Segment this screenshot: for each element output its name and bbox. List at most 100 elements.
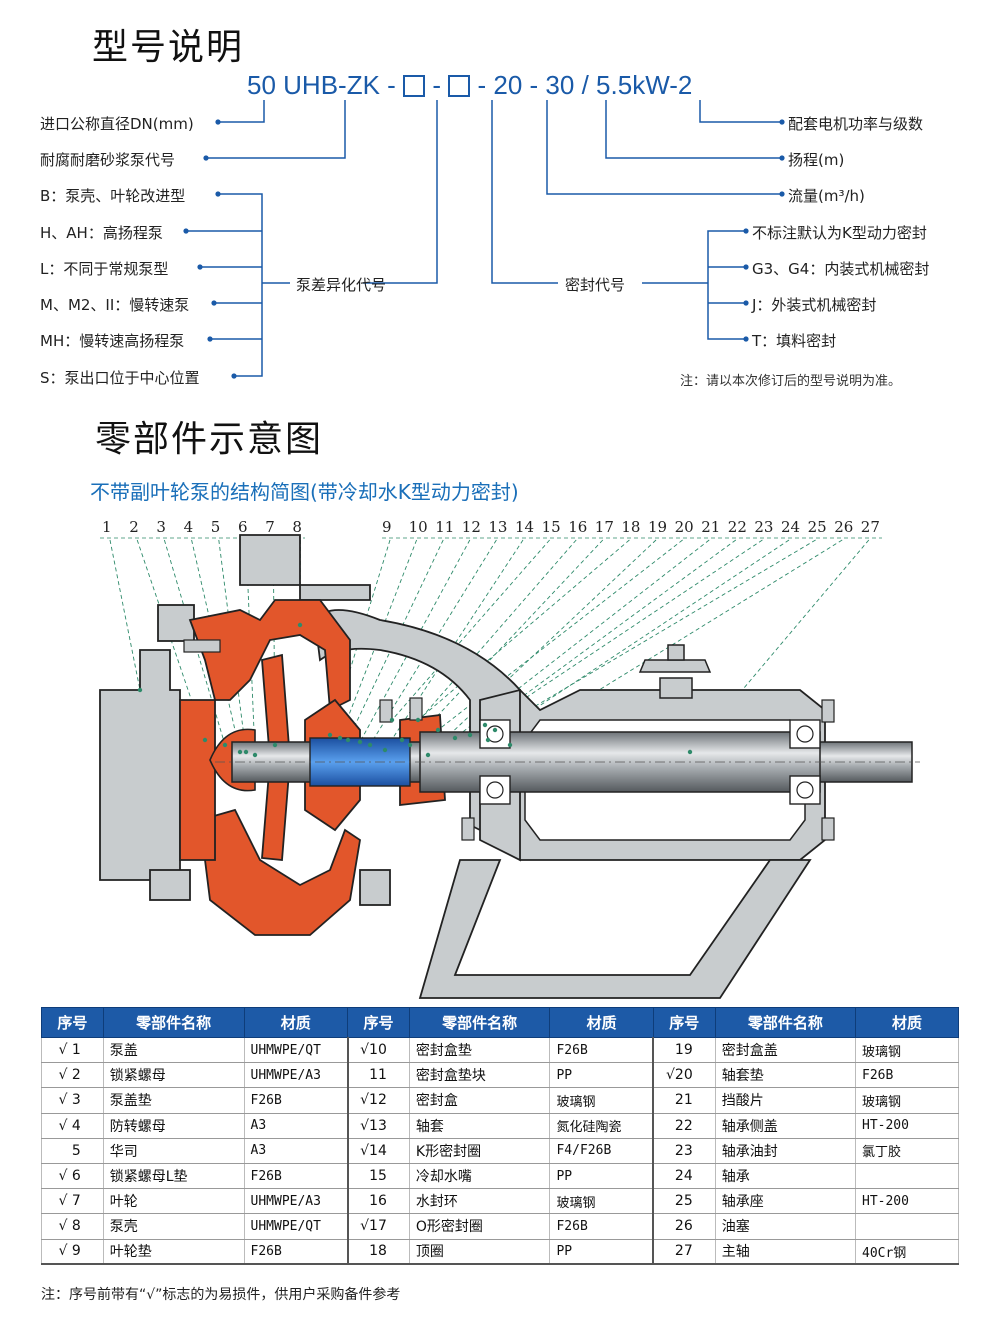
leader-dot xyxy=(435,727,441,733)
label-seal-k: 不标注默认为K型动力密封 xyxy=(752,224,927,242)
model-dash: - xyxy=(387,70,396,100)
leader-dot xyxy=(357,739,363,745)
model-code-series: UHB-ZK xyxy=(283,70,380,100)
section-title-model: 型号说明 xyxy=(92,27,245,68)
part-material-cell: 玻璃钢 xyxy=(855,1087,959,1114)
part-name-cell: 密封盒垫 xyxy=(409,1037,551,1064)
part-name-cell: K形密封圈 xyxy=(409,1138,551,1164)
leader-line xyxy=(409,539,604,746)
leader-line xyxy=(109,539,141,691)
part-number-cell: √14 xyxy=(346,1138,410,1164)
leader-dot xyxy=(252,752,258,758)
part-number-label: 6 xyxy=(238,518,248,536)
part-number-cell: √ 8 xyxy=(41,1213,104,1240)
part-name-cell: 密封盒垫块 xyxy=(409,1062,551,1089)
label-seal-code: 密封代号 xyxy=(565,276,626,294)
leader-dot xyxy=(482,722,488,728)
header-material: 材质 xyxy=(243,1007,349,1038)
model-connector-lines xyxy=(183,100,785,379)
leader-dot xyxy=(297,622,303,628)
leader-line xyxy=(494,539,816,731)
note-revision: 注：请以本次修订后的型号说明为准。 xyxy=(680,374,902,389)
leader-dot xyxy=(367,742,373,748)
leader-dot xyxy=(243,749,249,755)
part-name-cell: 轴承座 xyxy=(715,1188,857,1215)
part-name-cell: 顶圈 xyxy=(409,1239,551,1266)
model-head: 30 xyxy=(545,70,575,100)
model-code: 50 UHB-ZK - - - 20 - 30 / 5.5kW-2 xyxy=(247,70,692,101)
part-number-cell: √13 xyxy=(346,1113,410,1139)
label-motor: 配套电机功率与级数 xyxy=(788,115,924,133)
model-seal-box xyxy=(448,75,471,97)
part-material-cell: HT-200 xyxy=(855,1113,959,1139)
header-name: 零部件名称 xyxy=(102,1007,245,1038)
label-dn: 进口公称直径DN(mm) xyxy=(40,115,194,133)
part-name-cell: O形密封圈 xyxy=(409,1213,551,1240)
part-number-cell: √ 1 xyxy=(41,1037,104,1064)
header-no: 序号 xyxy=(652,1007,716,1038)
leader-dot xyxy=(337,735,343,741)
part-name-cell: 泵盖垫 xyxy=(103,1087,245,1114)
leader-dot xyxy=(382,747,388,753)
part-number-label: 15 xyxy=(541,518,561,536)
label-series-code: 耐腐耐磨砂浆泵代号 xyxy=(40,151,176,169)
part-material-cell: A3 xyxy=(244,1138,349,1164)
part-number-cell: 19 xyxy=(652,1037,716,1064)
part-number-cell: √ 3 xyxy=(41,1087,104,1114)
part-number-label: 20 xyxy=(674,518,694,536)
part-number-label: 27 xyxy=(860,518,880,536)
part-name-cell: 泵壳 xyxy=(103,1213,245,1240)
label-seal-j: J：外装式机械密封 xyxy=(752,296,877,314)
diagram-subtitle: 不带副叶轮泵的结构简图(带冷却水K型动力密封) xyxy=(90,480,519,504)
part-number-cell: 22 xyxy=(652,1113,716,1139)
label-variant-l: L：不同于常规泵型 xyxy=(40,260,169,278)
leader-dot xyxy=(237,749,243,755)
part-number-cell: 27 xyxy=(652,1239,716,1266)
part-name-cell: 轴承 xyxy=(715,1163,857,1190)
part-name-cell: 轴套垫 xyxy=(715,1062,857,1089)
part-name-cell: 水封环 xyxy=(409,1188,551,1215)
leader-dot xyxy=(389,717,395,723)
part-number-label: 8 xyxy=(292,518,302,536)
part-number-cell: √ 9 xyxy=(41,1239,104,1266)
part-material-cell: 氮化硅陶瓷 xyxy=(549,1113,654,1139)
label-seal-t: T：填料密封 xyxy=(752,332,837,350)
header-no: 序号 xyxy=(347,1007,410,1038)
leader-dot xyxy=(452,735,458,741)
label-variant-m: M、M2、II：慢转速泵 xyxy=(40,296,190,314)
leader-dot xyxy=(687,749,693,755)
part-number-cell: √ 4 xyxy=(41,1113,104,1139)
part-material-cell: F26B xyxy=(549,1037,654,1064)
part-name-cell: 泵盖 xyxy=(103,1037,245,1064)
part-number-cell: 18 xyxy=(346,1239,410,1266)
header-material: 材质 xyxy=(855,1007,959,1038)
part-number-cell: 25 xyxy=(652,1188,716,1215)
part-material-cell: 玻璃钢 xyxy=(549,1188,654,1215)
part-name-cell: 叶轮垫 xyxy=(103,1239,245,1266)
part-number-label: 3 xyxy=(156,518,166,536)
leader-line xyxy=(437,539,683,731)
part-number-cell: √12 xyxy=(346,1087,410,1114)
header-name: 零部件名称 xyxy=(408,1007,551,1038)
part-number-label: 21 xyxy=(701,518,721,536)
part-name-cell: 轴承油封 xyxy=(715,1138,857,1164)
part-material-cell: PP xyxy=(549,1062,654,1089)
part-name-cell: 油塞 xyxy=(715,1213,857,1240)
label-variant-s: S：泵出口位于中心位置 xyxy=(40,369,200,387)
part-number-cell: √ 7 xyxy=(41,1188,104,1215)
part-material-cell: F26B xyxy=(549,1213,654,1240)
leader-dot xyxy=(222,742,228,748)
part-number-cell: √20 xyxy=(652,1062,716,1089)
part-number-cell: √ 2 xyxy=(41,1062,104,1089)
leader-line xyxy=(391,539,550,721)
part-number-label: 26 xyxy=(834,518,854,536)
part-number-label: 10 xyxy=(408,518,428,536)
part-name-cell: 冷却水嘴 xyxy=(409,1163,551,1190)
model-flow: 20 xyxy=(493,70,523,100)
